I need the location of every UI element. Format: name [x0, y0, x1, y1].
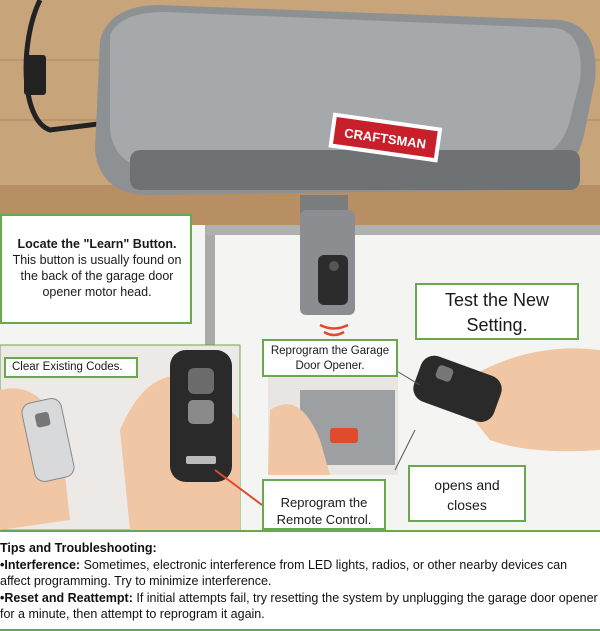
callout-reprogram-remote: Reprogram the Remote Control.: [262, 479, 386, 530]
old-remote: [21, 398, 75, 482]
bottom-divider: [0, 629, 600, 631]
reprogram-opener-line2: Door Opener.: [295, 360, 365, 372]
callout-opens-closes: opens and closes: [408, 465, 526, 522]
callout-reprogram-opener: Reprogram the Garage Door Opener.: [262, 339, 398, 377]
opens-line1: opens and: [434, 477, 500, 493]
test-line1: Test the New: [444, 290, 550, 310]
opens-line2: closes: [447, 497, 487, 513]
callout-locate-learn-button: Locate the "Learn" Button. This button i…: [0, 214, 192, 324]
remote-control-test: [413, 355, 502, 422]
clear-label: Clear Existing Codes.: [12, 361, 123, 373]
tip-reset: •Reset and Reattempt: If initial attempt…: [0, 590, 600, 623]
callout-test-setting: Test the New Setting.: [415, 283, 579, 340]
test-line2: Setting.: [466, 315, 528, 335]
hand-testing: [450, 348, 600, 452]
garage-illustration: CRAFTSMAN Locate the "Learn" Button.: [0, 0, 600, 531]
tips-heading: Tips and Troubleshooting:: [0, 541, 157, 555]
tip-interference-text: Sometimes, electronic interference from …: [0, 557, 568, 589]
reprogram-remote-line1: Reprogram the: [280, 495, 368, 510]
tip-reset-title: •Reset and Reattempt:: [0, 590, 133, 605]
tip-interference: •Interference: Sometimes, electronic int…: [0, 557, 600, 590]
reprogram-opener-line1: Reprogram the Garage: [270, 345, 390, 357]
tip-interference-title: •Interference:: [0, 557, 81, 572]
tips-section: Tips and Troubleshooting: •Interference:…: [0, 530, 600, 631]
signal-waves: [319, 323, 349, 337]
locate-title: Locate the "Learn" Button.: [17, 237, 177, 251]
tip-reset-text: If initial attempts fail, try resetting …: [0, 590, 598, 622]
locate-body: This button is usually found on the back…: [12, 253, 182, 299]
craftsman-logo: CRAFTSMAN: [328, 112, 443, 163]
reprogram-remote-line2: Remote Control.: [276, 512, 372, 527]
garage-scene-svg: CRAFTSMAN: [0, 0, 600, 531]
callout-clear-codes: Clear Existing Codes.: [4, 357, 138, 378]
learn-button: [330, 428, 358, 443]
